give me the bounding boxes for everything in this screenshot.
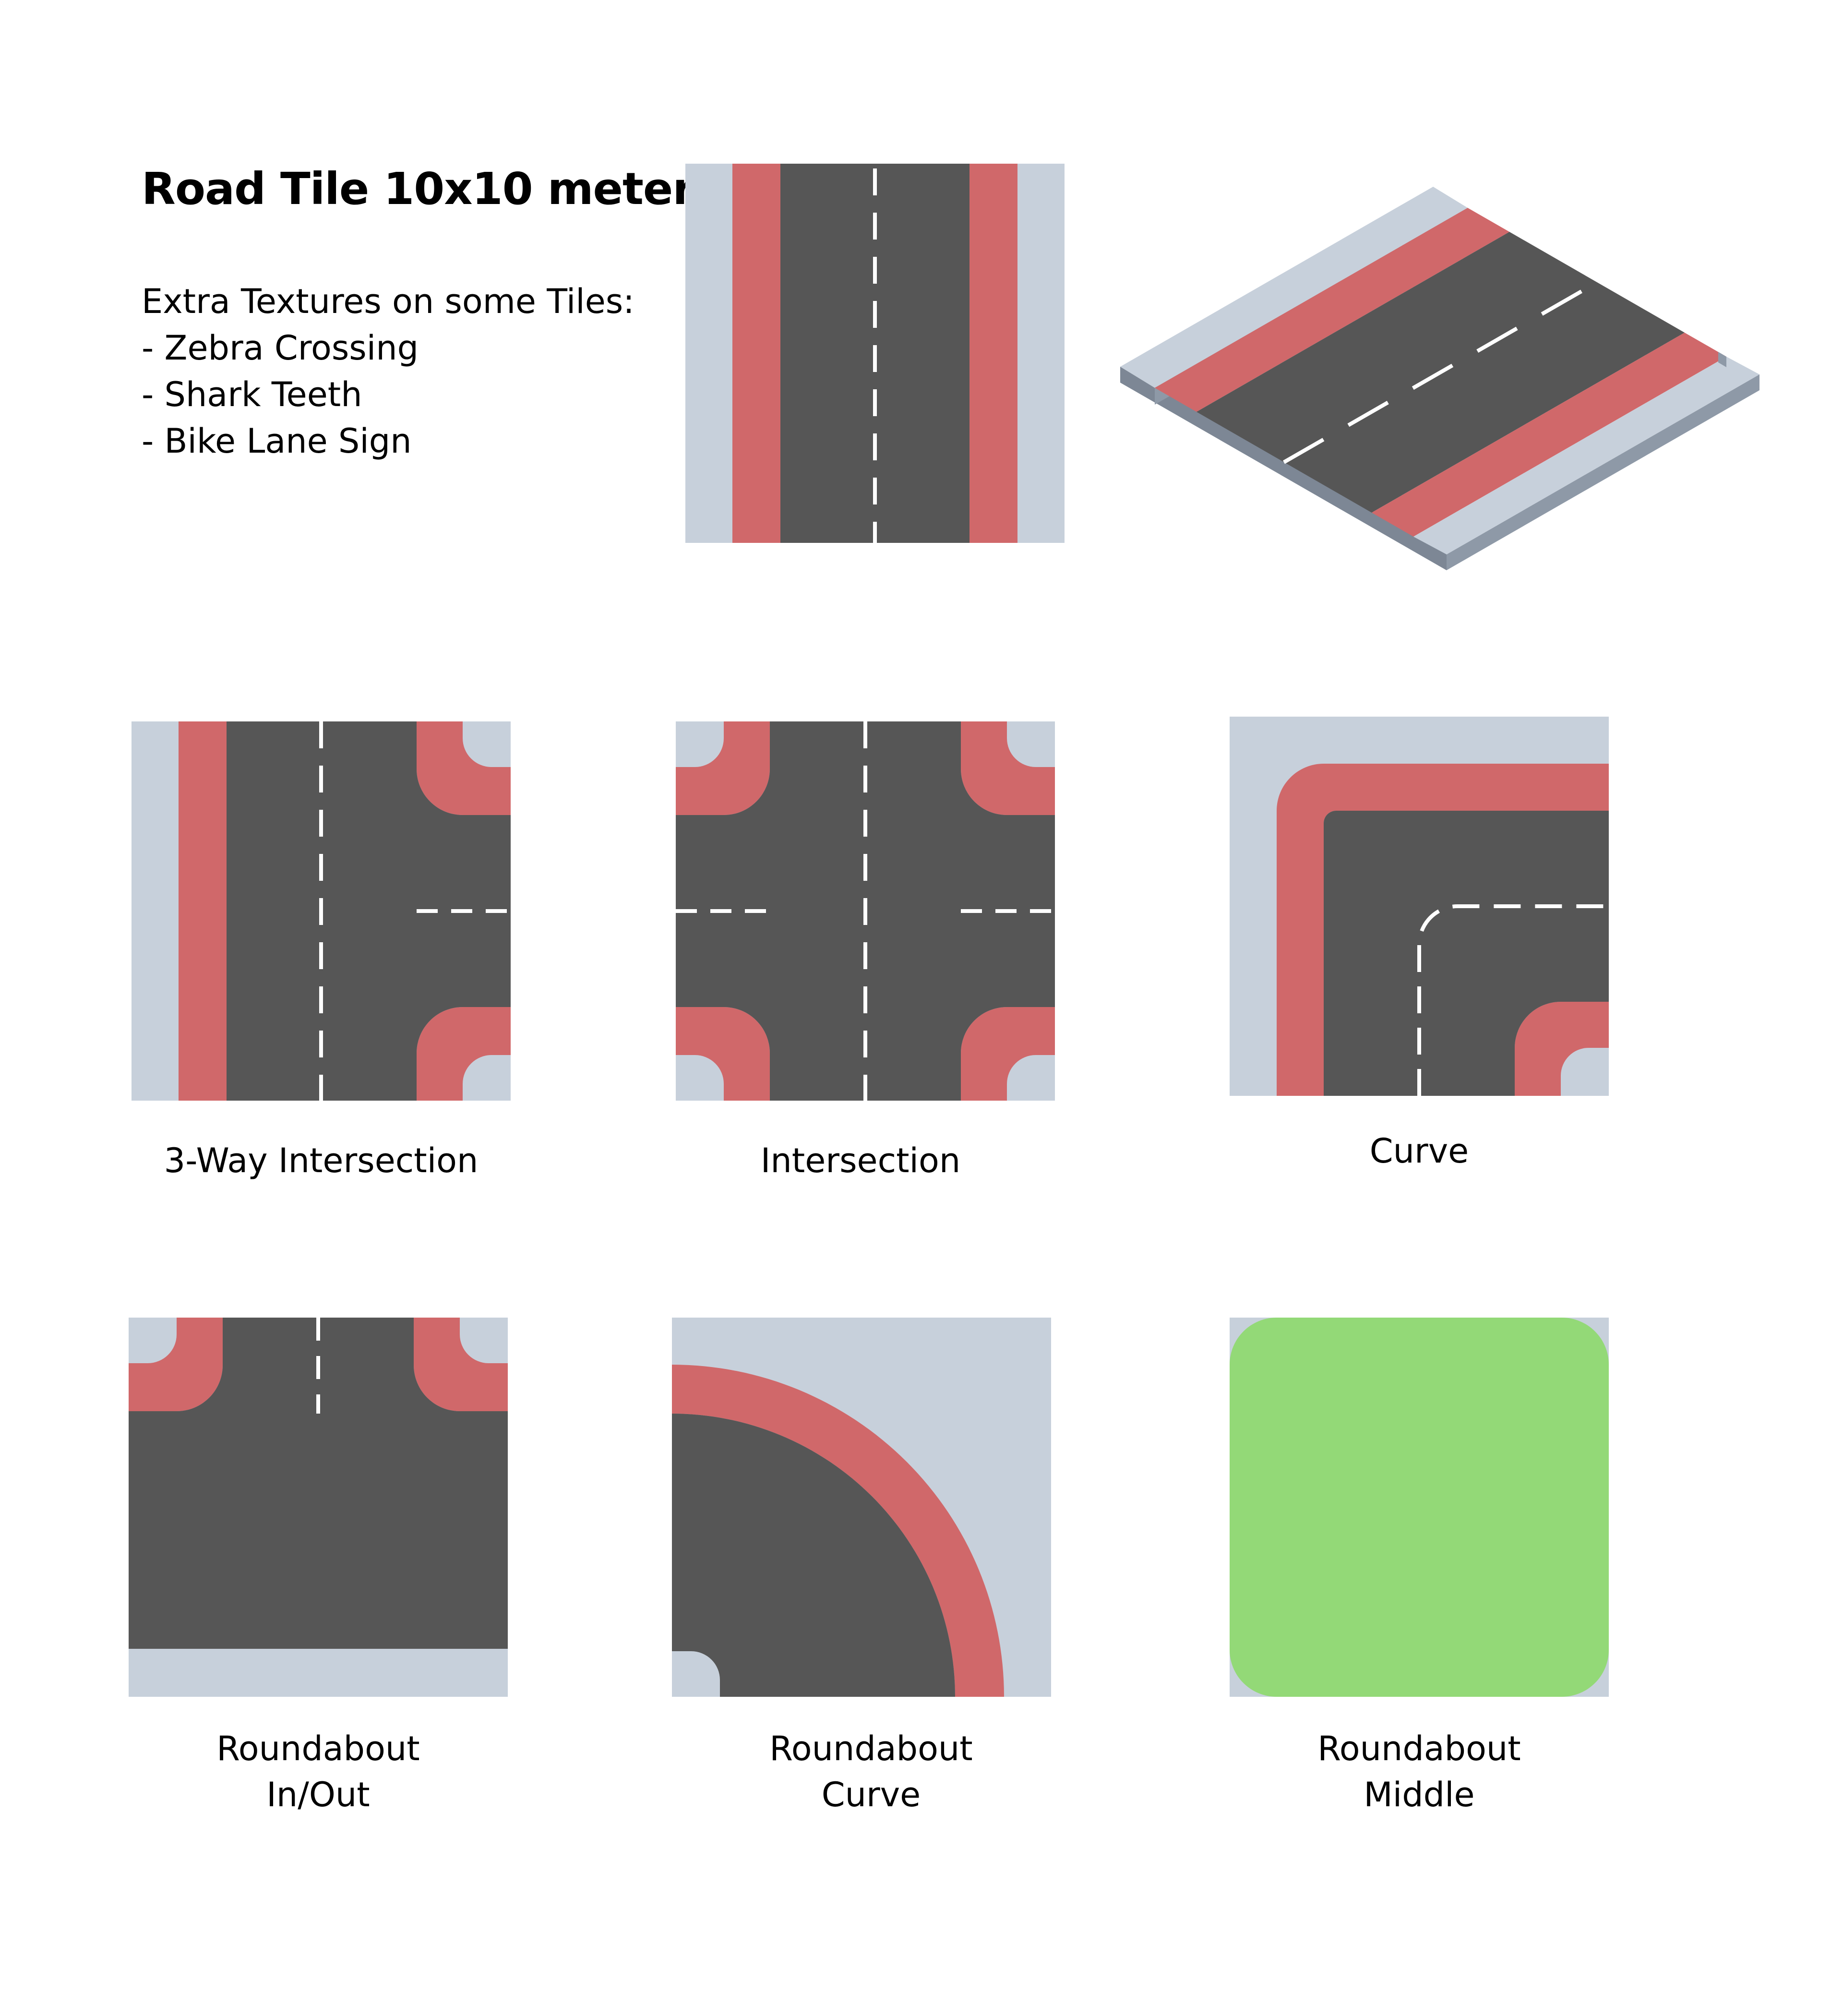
sidewalk-curb-left (1120, 187, 1468, 388)
bike-lane-outer (1277, 764, 1609, 1096)
curb-right-step (1718, 352, 1726, 367)
tile-label-roundabout-middle: Roundabout Middle (1317, 1729, 1521, 1814)
straight-road-tile (685, 164, 1065, 543)
bike-lane-left (1155, 208, 1509, 412)
asphalt (129, 1318, 508, 1649)
asphalt (1324, 811, 1609, 1096)
asphalt (227, 721, 511, 1101)
curve-tile (1230, 717, 1609, 1096)
sidewalk-curb-right (1413, 357, 1759, 554)
bike-lane-right (1372, 333, 1726, 537)
bike-lane-corner-tl (676, 721, 770, 815)
center-line (1283, 280, 1598, 464)
tile-label-roundabout-inout: Roundabout In/Out (216, 1729, 420, 1814)
extra-textures-notes: Extra Textures on some Tiles: - Zebra Cr… (142, 278, 634, 465)
roundabout-middle-tile (1230, 1318, 1609, 1697)
bike-lane-corner-br (961, 1007, 1055, 1101)
center-line-curve (1417, 904, 1609, 1096)
bike-lane-left (732, 164, 780, 543)
bike-lane-inner-corner (1515, 1002, 1609, 1096)
bike-lane-corner-top (417, 721, 511, 815)
bike-lane-left (179, 721, 227, 1101)
bike-lane-right (969, 164, 1017, 543)
roundabout-inout-tile (129, 1318, 508, 1697)
notes-heading: Extra Textures on some Tiles: (142, 282, 634, 321)
roundabout-curve-tile (672, 1318, 1051, 1697)
bike-lane-corner-right (414, 1318, 508, 1411)
note-item-zebra-crossing: - Zebra Crossing (142, 328, 419, 368)
bike-lane-corner-bottom (417, 1007, 511, 1101)
tile-label-roundabout-curve: Roundabout Curve (769, 1729, 973, 1814)
note-item-shark-teeth: - Shark Teeth (142, 375, 362, 414)
bike-lane-corner-left (129, 1318, 223, 1411)
asphalt (672, 1414, 955, 1697)
tile-label-three-way: 3-Way Intersection (164, 1141, 479, 1180)
bike-lane-arc (672, 1365, 1004, 1697)
note-item-bike-lane-sign: - Bike Lane Sign (142, 421, 412, 461)
tile-label-intersection: Intersection (760, 1141, 961, 1180)
grass-island (1230, 1318, 1609, 1697)
intersection-tile (676, 721, 1055, 1101)
tile-front-face (1120, 367, 1447, 570)
tile-label-curve: Curve (1369, 1131, 1469, 1171)
isometric-road-tile (1120, 187, 1759, 570)
three-way-intersection-tile (132, 721, 511, 1101)
bike-lane-corner-bl (676, 1007, 770, 1101)
page-title: Road Tile 10x10 meters (142, 163, 720, 215)
bike-lane-corner-tr (961, 721, 1055, 815)
